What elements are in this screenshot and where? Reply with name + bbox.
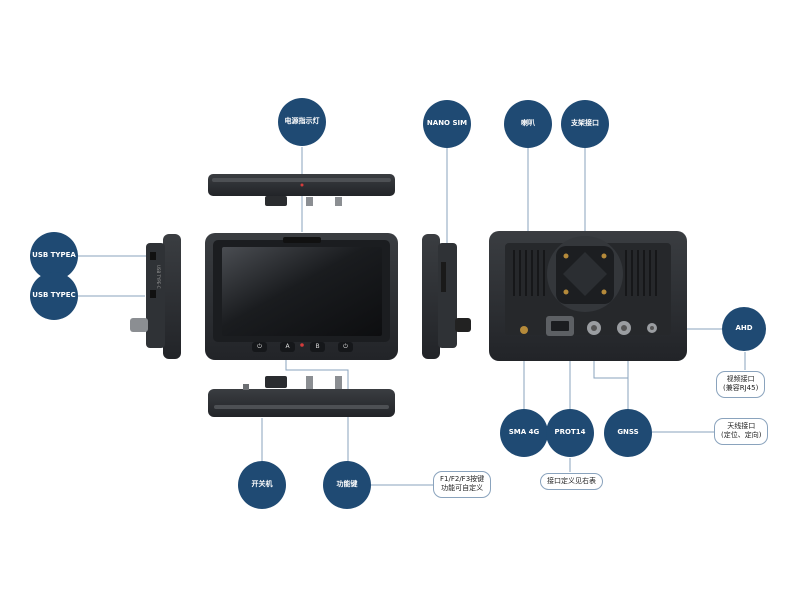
device-right-side-view: [422, 234, 471, 359]
device-bottom-view: [208, 376, 395, 417]
device-left-side-view: [130, 234, 181, 359]
note-port-text: 接口定义见右表: [547, 477, 596, 485]
note-ahd-line2: (兼容RJ45): [723, 384, 759, 393]
bubble-speaker: 喇叭: [504, 100, 552, 148]
note-gnss-line1: 天线接口: [727, 422, 756, 430]
bubble-usb-typec: USB TYPEC: [30, 272, 78, 320]
key-b: B: [315, 343, 320, 350]
key-a: A: [285, 343, 290, 350]
bubble-gnss: GNSS: [604, 409, 652, 457]
bubble-mount: 支架接口: [561, 100, 609, 148]
bubble-power-led: 电源指示灯: [278, 98, 326, 146]
note-port: 接口定义见右表: [540, 473, 603, 491]
bubble-nano-sim: NANO SIM: [423, 100, 471, 148]
device-back-view: [489, 231, 687, 361]
bubble-function-keys: 功能键: [323, 461, 371, 509]
note-function-keys: F1/F2/F3按键 功能可自定义: [433, 471, 492, 498]
side-text-line1: USB: [156, 265, 161, 274]
bubble-sma-4g: SMA 4G: [500, 409, 548, 457]
side-text-line2: TYPE-C: [156, 274, 161, 289]
device-front-view: [205, 233, 398, 360]
bubble-ahd: AHD: [722, 307, 766, 351]
note-gnss-line2: (定位、定向): [721, 431, 762, 440]
note-fkey-line2: 功能可自定义: [441, 484, 484, 493]
bubble-port14: PROT14: [546, 409, 594, 457]
key-power: ⏻: [257, 343, 262, 350]
side-view-text: USB TYPE-C: [151, 265, 161, 289]
note-gnss: 天线接口 (定位、定向): [714, 418, 769, 445]
bubble-power-switch: 开关机: [238, 461, 286, 509]
note-fkey-line1: F1/F2/F3按键: [440, 475, 485, 483]
note-ahd-line1: 视频接口: [726, 375, 755, 383]
device-top-view: [208, 174, 395, 206]
note-ahd: 视频接口 (兼容RJ45): [716, 371, 766, 398]
key-c: ⏻: [343, 343, 348, 350]
